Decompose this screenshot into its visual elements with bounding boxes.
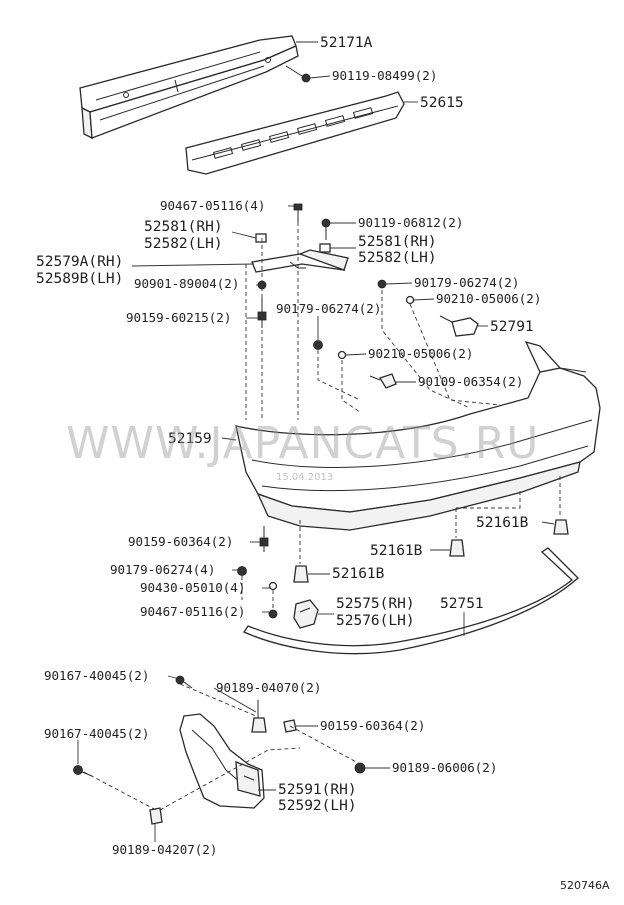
label-90167-40045-a: 90167-40045(2) bbox=[44, 668, 149, 683]
label-52575: 52575(RH) bbox=[336, 596, 415, 612]
leader-90167-40045-a bbox=[167, 675, 177, 679]
label-52576: 52576(LH) bbox=[336, 613, 415, 629]
leader-90210-05006-a bbox=[413, 298, 435, 301]
mud-guard-52591 bbox=[179, 713, 265, 809]
label-52161B-c: 52161B bbox=[332, 566, 385, 582]
label-52582-lh-b: 52582(LH) bbox=[358, 250, 437, 266]
energy-absorber-52615 bbox=[185, 91, 405, 175]
label-52589B: 52589B(LH) bbox=[36, 271, 123, 287]
label-52592: 52592(LH) bbox=[278, 798, 357, 814]
dash-e bbox=[317, 350, 361, 401]
clip-90189-04070 bbox=[251, 700, 267, 733]
leader-90210-05006-b bbox=[345, 353, 367, 356]
label-90467-05116-b: 90467-05116(2) bbox=[140, 604, 245, 619]
dash-g bbox=[381, 290, 471, 409]
lower-molding-52751 bbox=[243, 547, 579, 655]
diagram-code: 520746A bbox=[560, 879, 610, 892]
leader-52581-a bbox=[231, 231, 257, 239]
leader-52161B-a bbox=[541, 521, 555, 525]
leader-52159 bbox=[221, 437, 237, 441]
washer-90210-05006-upper bbox=[405, 295, 415, 305]
clip-52161B-middle bbox=[449, 490, 521, 557]
label-52791: 52791 bbox=[490, 319, 534, 335]
label-52751: 52751 bbox=[440, 596, 484, 612]
clip-52161B-left bbox=[293, 520, 309, 583]
label-90189-06006: 90189-06006(2) bbox=[392, 760, 497, 775]
leader-90189-04070 bbox=[213, 687, 257, 713]
nut-90179-06274-center bbox=[313, 340, 323, 350]
screw-90467-05116-lower bbox=[268, 609, 278, 619]
label-90467-05116-a: 90467-05116(4) bbox=[160, 198, 265, 213]
washer-90430-05010 bbox=[268, 581, 278, 591]
bracket-52791 bbox=[439, 315, 479, 337]
label-52581-rh-b: 52581(RH) bbox=[358, 234, 437, 250]
side-bracket-52575 bbox=[293, 599, 319, 629]
bumper-side-retainer-bracket bbox=[251, 249, 349, 273]
label-90159-60364-b: 90159-60364(2) bbox=[320, 718, 425, 733]
label-52581-rh-a: 52581(RH) bbox=[144, 219, 223, 235]
label-90119-06812: 90119-06812(2) bbox=[358, 215, 463, 230]
label-90119-08499: 90119-08499(2) bbox=[332, 68, 437, 83]
watermark-text: WWW.JAPANCATS.RU bbox=[66, 418, 539, 469]
label-90179-06274-b: 90179-06274(2) bbox=[276, 301, 381, 316]
label-90159-60215: 90159-60215(2) bbox=[126, 310, 231, 325]
screw-90159-60364-upper bbox=[259, 526, 269, 552]
label-52591: 52591(RH) bbox=[278, 782, 357, 798]
label-90179-06274-a: 90179-06274(2) bbox=[414, 275, 519, 290]
label-52159: 52159 bbox=[168, 431, 212, 447]
label-90901-89004: 90901-89004(2) bbox=[134, 276, 239, 291]
label-90189-04207: 90189-04207(2) bbox=[112, 842, 217, 857]
label-90179-06274-c: 90179-06274(4) bbox=[110, 562, 215, 577]
label-52161B-a: 52161B bbox=[476, 515, 529, 531]
label-90430-05010: 90430-05010(4) bbox=[140, 580, 245, 595]
bolt-90109-06354 bbox=[369, 373, 397, 389]
clip-52581-right bbox=[319, 243, 331, 253]
leader-90119-08499 bbox=[309, 75, 331, 79]
label-52171A: 52171A bbox=[320, 35, 373, 51]
clip-52161B-right bbox=[553, 476, 569, 535]
bumper-cover-52159 bbox=[235, 340, 601, 531]
nut-90179-06274-right bbox=[377, 279, 387, 289]
dash-m bbox=[83, 771, 157, 811]
screw-90467-05116-upper bbox=[293, 203, 303, 222]
label-52582-lh-a: 52582(LH) bbox=[144, 236, 223, 252]
label-90159-60364-a: 90159-60364(2) bbox=[128, 534, 233, 549]
reinforcement-beam-52171A bbox=[79, 35, 299, 140]
label-52161B-b: 52161B bbox=[370, 543, 423, 559]
label-52579A: 52579A(RH) bbox=[36, 254, 123, 270]
label-90167-40045-b: 90167-40045(2) bbox=[44, 726, 149, 741]
label-90210-05006-b: 90210-05006(2) bbox=[368, 346, 473, 361]
clip-90189-04207 bbox=[149, 807, 163, 825]
label-90189-04070: 90189-04070(2) bbox=[216, 680, 321, 695]
leader-90179-06274-a bbox=[385, 282, 413, 285]
screw-90167-40045-lower bbox=[73, 765, 93, 777]
label-52615: 52615 bbox=[420, 95, 464, 111]
watermark-date: 15.04.2013 bbox=[276, 472, 333, 483]
dash-l bbox=[289, 725, 361, 765]
bolt-90119-08499 bbox=[285, 65, 311, 83]
label-90210-05006-a: 90210-05006(2) bbox=[436, 291, 541, 306]
screw-90167-40045-upper bbox=[175, 675, 193, 689]
clip-52581-left bbox=[255, 233, 267, 243]
nut-90179-06274-lower bbox=[237, 566, 247, 576]
label-90109-06354: 90109-06354(2) bbox=[418, 374, 523, 389]
leader-52579A bbox=[131, 263, 255, 267]
screw-90159-60215 bbox=[257, 298, 267, 328]
nut-90189-06006 bbox=[354, 762, 366, 774]
screw-90119-06812 bbox=[321, 218, 331, 240]
washer-90210-05006-lower bbox=[337, 350, 347, 360]
dash-f bbox=[341, 360, 361, 413]
